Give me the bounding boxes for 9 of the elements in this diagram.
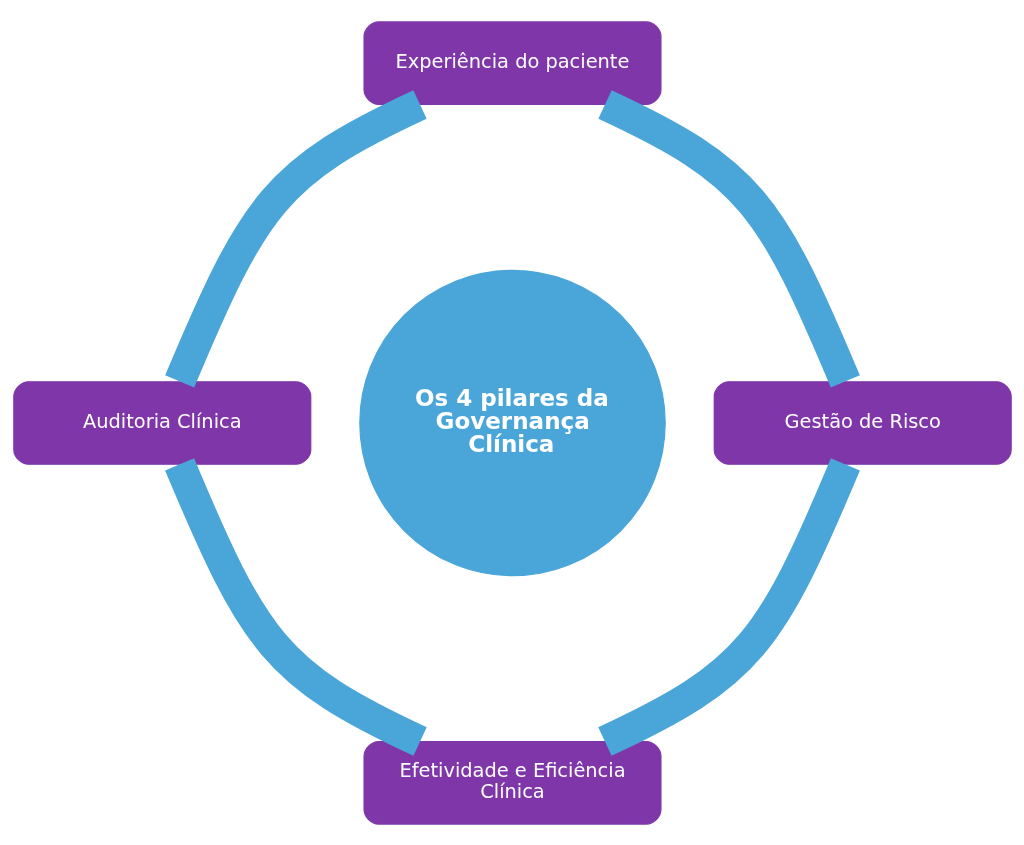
node-box: Experiência do paciente (362, 20, 662, 105)
connector (164, 89, 427, 388)
connector (597, 457, 860, 756)
node-box: Efetividade e Eficiência Clínica (362, 740, 662, 825)
node-box: Gestão de Risco (713, 380, 1012, 465)
node-box: Auditoria Clínica (12, 380, 311, 465)
node-circle: Os 4 pilares da Governança Clínica (358, 269, 666, 576)
connector (597, 89, 860, 388)
connector (164, 457, 427, 756)
